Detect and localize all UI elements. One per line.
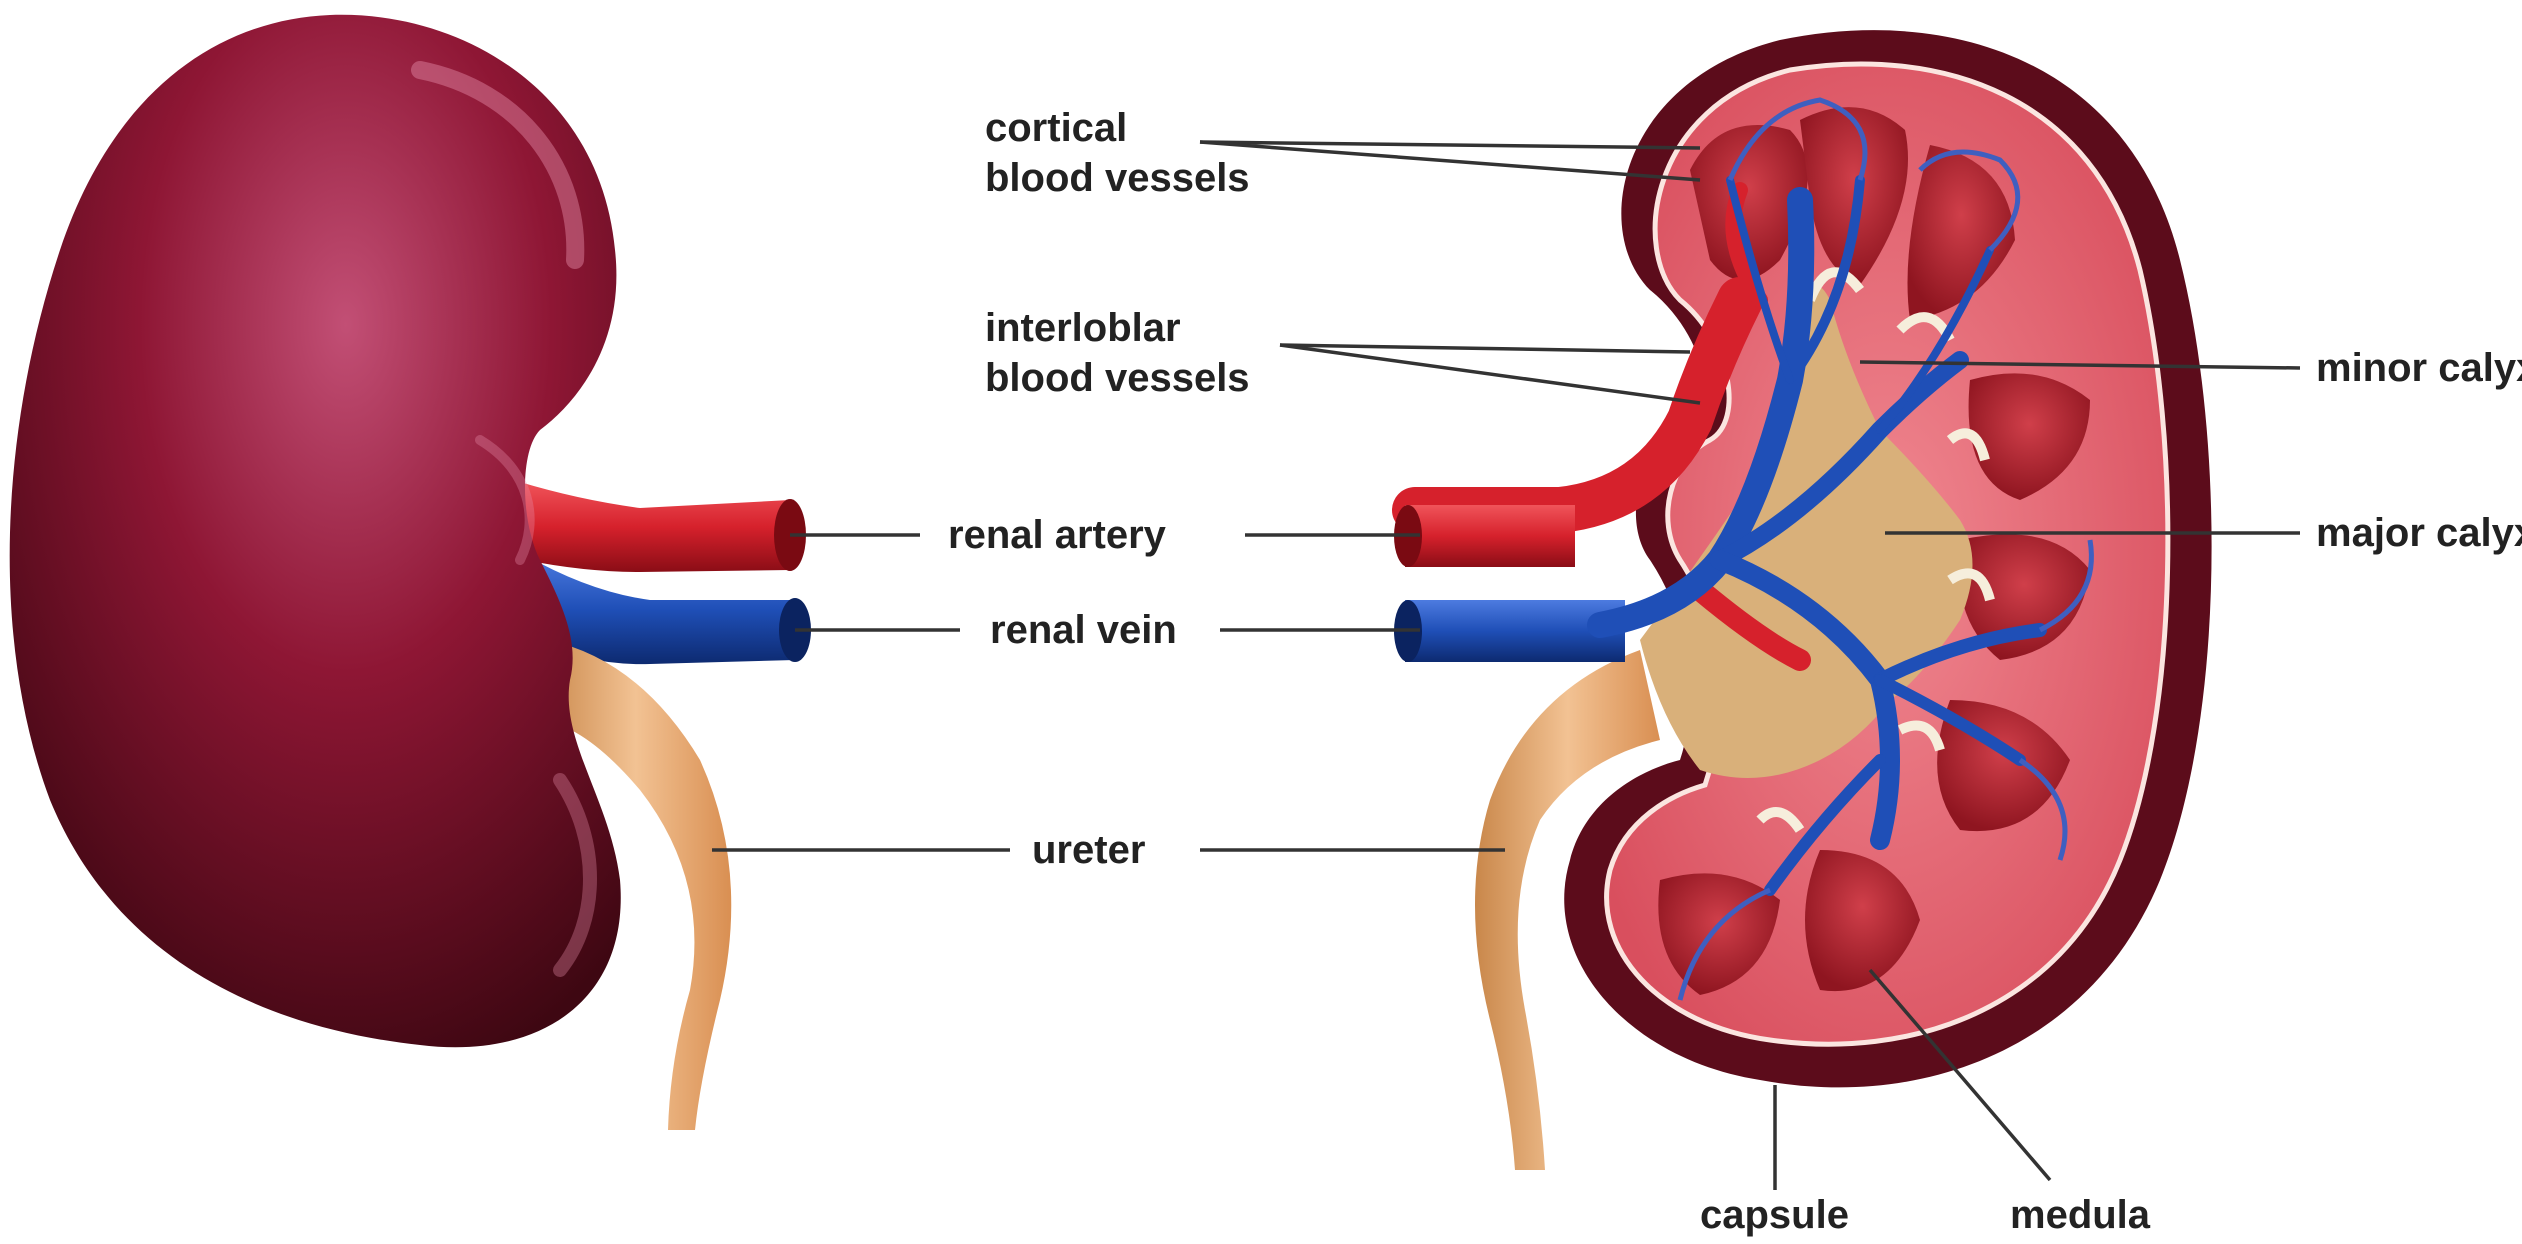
external-kidney — [10, 15, 811, 1130]
left-renal-artery — [520, 482, 806, 572]
leader-interlobular-2 — [1280, 345, 1700, 403]
leader-interlobular-1 — [1280, 345, 1690, 352]
kidney-cross-section — [1394, 30, 2212, 1170]
